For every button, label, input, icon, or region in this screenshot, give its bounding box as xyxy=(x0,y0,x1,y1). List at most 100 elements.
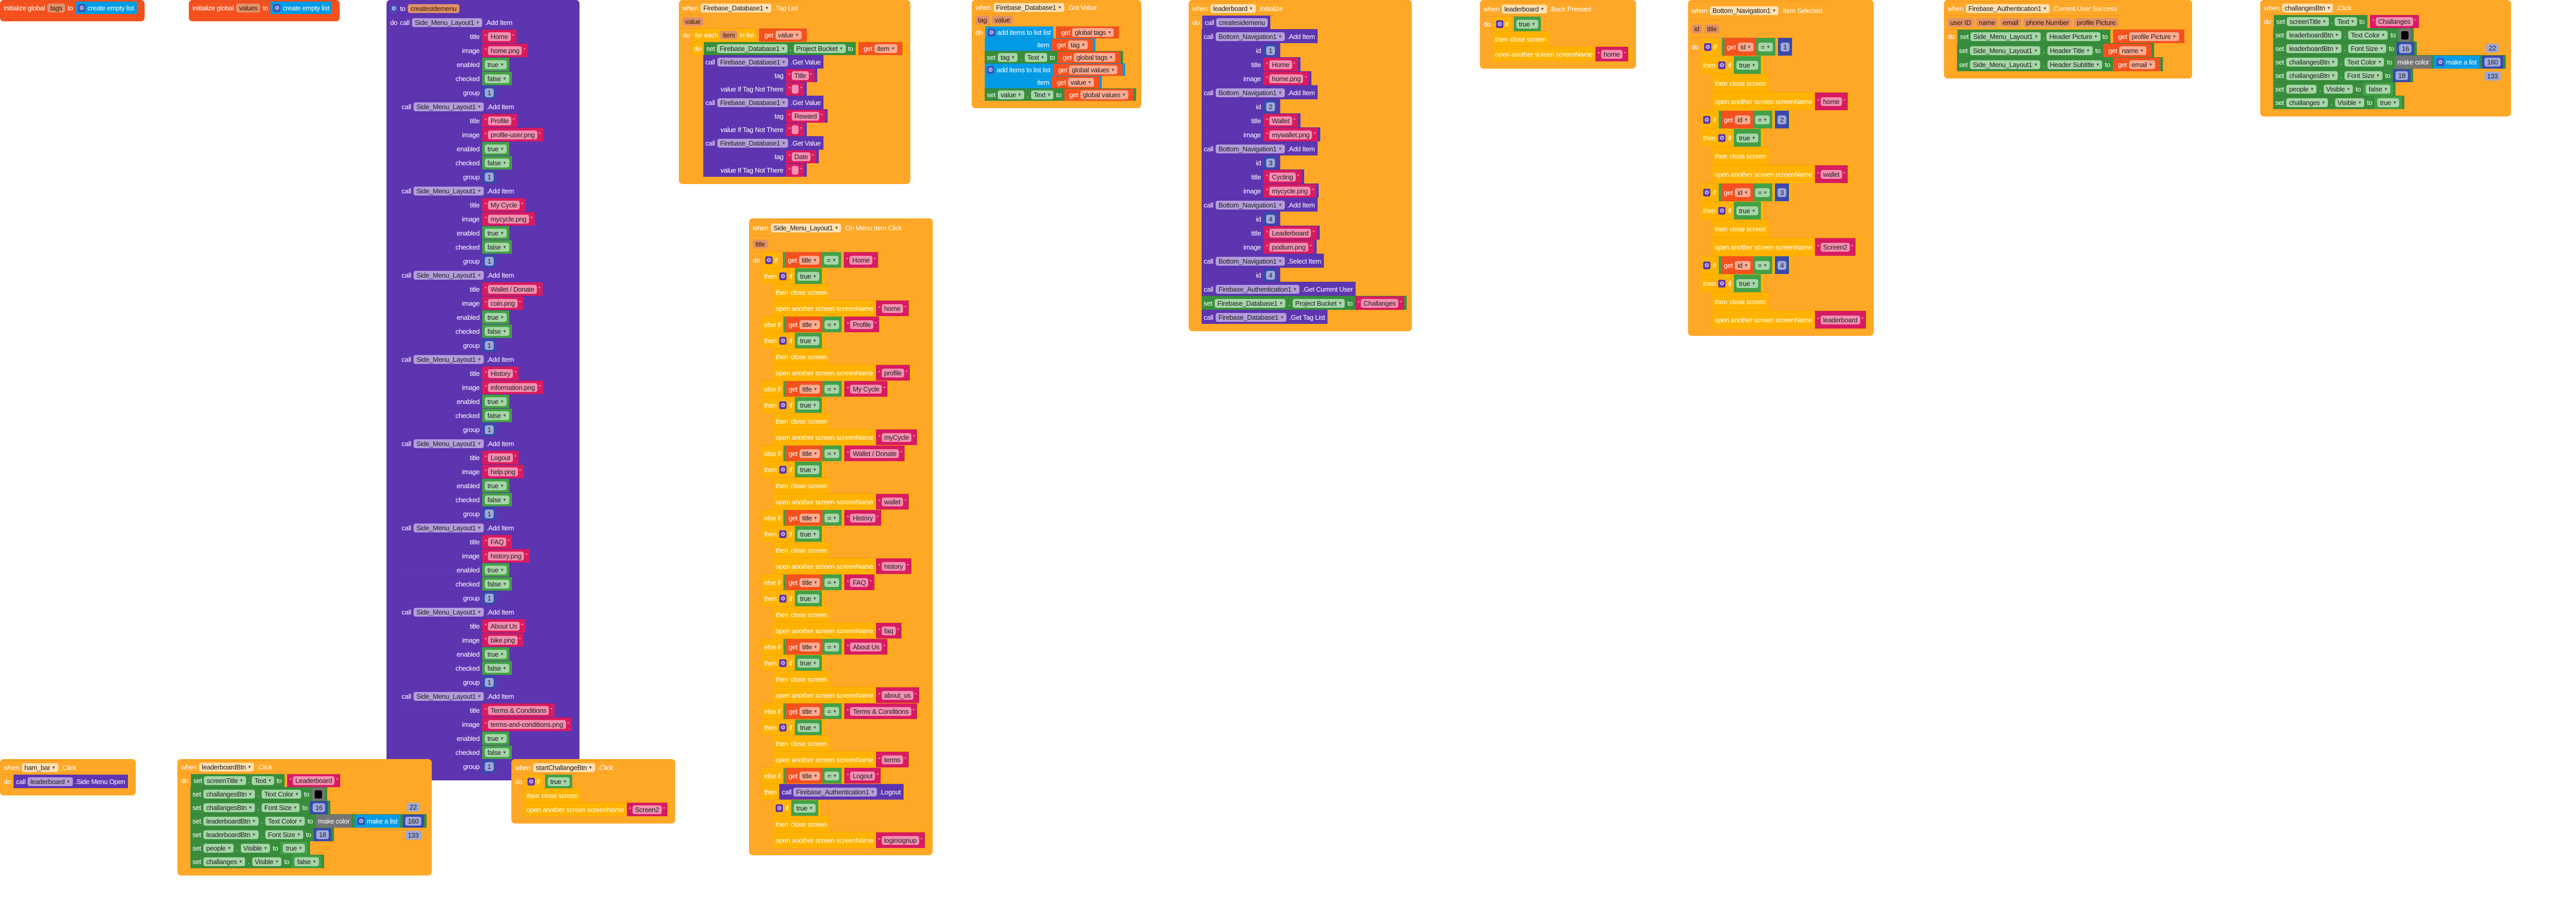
mutator-gear-icon[interactable]: ⚙ xyxy=(779,336,787,345)
parameter-name[interactable]: email xyxy=(2000,18,2021,27)
component-dropdown[interactable]: Side_Menu_Layout1▼ xyxy=(414,691,484,701)
text-value[interactable]: home.png xyxy=(1269,74,1304,83)
text-literal-block[interactable]: “myCycle” xyxy=(879,433,915,442)
number-field[interactable]: 1 xyxy=(485,425,494,434)
text-value[interactable]: home.png xyxy=(488,46,522,55)
number-field[interactable]: 4 xyxy=(1266,214,1275,224)
text-value[interactable]: terms xyxy=(881,755,903,764)
text-literal-block[interactable]: “help.png” xyxy=(485,467,521,476)
boolean-dropdown[interactable]: false▼ xyxy=(485,242,509,252)
text-value[interactable]: Screen2 xyxy=(1820,242,1850,252)
text-value[interactable]: My Cycle xyxy=(850,384,882,394)
text-literal-block[interactable]: “history” xyxy=(879,562,909,571)
component-dropdown[interactable]: Firebase_Database1▼ xyxy=(717,58,789,67)
block-row[interactable]: open another screen screenName“myCycle” xyxy=(774,429,920,445)
text-literal-block[interactable]: “Leaderboard” xyxy=(1266,228,1315,238)
text-literal-block[interactable]: “wallet” xyxy=(879,497,906,506)
variable-dropdown[interactable]: title▼ xyxy=(798,255,820,265)
text-value[interactable]: mycycle.png xyxy=(1269,186,1310,195)
component-dropdown[interactable]: Firebase_Authentication1▼ xyxy=(1216,284,1300,294)
component-dropdown[interactable]: Text Color▼ xyxy=(2345,58,2385,67)
text-literal-block[interactable]: “Screen2” xyxy=(629,805,665,814)
compare-operator-dropdown[interactable]: =▼ xyxy=(825,449,840,458)
text-literal-block[interactable]: “Leaderboard” xyxy=(290,776,338,785)
text-value[interactable]: bike.png xyxy=(488,635,518,645)
component-dropdown[interactable]: leaderboardBtn▼ xyxy=(2286,31,2341,40)
component-dropdown[interactable]: Text Color▼ xyxy=(265,817,305,826)
component-dropdown[interactable]: screenTitle▼ xyxy=(2287,17,2329,26)
component-dropdown[interactable]: Bottom_Navigation1▼ xyxy=(1216,32,1285,41)
block-row[interactable]: title“Terms & Conditions” xyxy=(400,703,558,717)
text-literal-block[interactable]: “About Us” xyxy=(485,621,523,631)
boolean-dropdown[interactable]: true▼ xyxy=(1736,279,1758,288)
component-dropdown[interactable]: Text Color▼ xyxy=(2348,31,2388,40)
text-literal-block[interactable]: “About Us” xyxy=(847,642,885,651)
block-row[interactable]: title“FAQ” xyxy=(400,534,515,549)
boolean-dropdown[interactable]: true▼ xyxy=(485,144,507,153)
block-row[interactable]: open another screen screenName“history” xyxy=(774,558,914,574)
text-value[interactable]: FAQ xyxy=(850,578,869,587)
block-row[interactable]: image“terms-and-conditions.png” xyxy=(400,717,574,731)
number-field[interactable]: 133 xyxy=(405,831,421,840)
component-dropdown[interactable]: Text▼ xyxy=(2335,17,2358,26)
component-dropdown[interactable]: Text▼ xyxy=(1031,90,1054,99)
parameter-name[interactable]: values xyxy=(236,3,261,12)
block-row[interactable]: title xyxy=(751,236,770,252)
variable-dropdown[interactable]: name▼ xyxy=(2119,46,2147,55)
text-value[interactable]: Terms & Conditions xyxy=(850,707,911,716)
text-literal-block[interactable]: “leaderboard” xyxy=(1818,315,1863,324)
parameter-name[interactable]: tag xyxy=(975,16,990,24)
variable-dropdown[interactable]: title▼ xyxy=(800,642,820,651)
text-literal-block[interactable]: “podium.png” xyxy=(1266,242,1311,252)
component-dropdown[interactable]: Side_Menu_Layout1▼ xyxy=(414,607,484,617)
text-literal-block[interactable]: “History” xyxy=(485,369,517,378)
boolean-dropdown[interactable]: true▼ xyxy=(2377,98,2400,107)
parameter-name[interactable]: item xyxy=(720,31,738,40)
mutator-gear-icon[interactable]: ⚙ xyxy=(1496,20,1503,28)
block-row[interactable]: value xyxy=(680,15,706,28)
component-dropdown[interactable]: challangesBtn▼ xyxy=(203,790,255,799)
component-dropdown[interactable]: people▼ xyxy=(203,844,234,853)
component-dropdown[interactable]: Side_Menu_Layout1▼ xyxy=(1970,46,2041,55)
variable-dropdown[interactable]: item▼ xyxy=(874,44,898,53)
number-field[interactable]: 1 xyxy=(485,762,494,771)
boolean-dropdown[interactable]: false▼ xyxy=(485,411,509,420)
variable-dropdown[interactable]: global values▼ xyxy=(1080,90,1129,99)
component-dropdown[interactable]: challangesBtn▼ xyxy=(2282,4,2334,12)
number-field[interactable]: 1 xyxy=(485,341,494,350)
block-row[interactable]: tag“Reward” xyxy=(703,109,828,123)
text-value[interactable]: Reward xyxy=(792,112,820,121)
text-value[interactable] xyxy=(792,85,799,94)
